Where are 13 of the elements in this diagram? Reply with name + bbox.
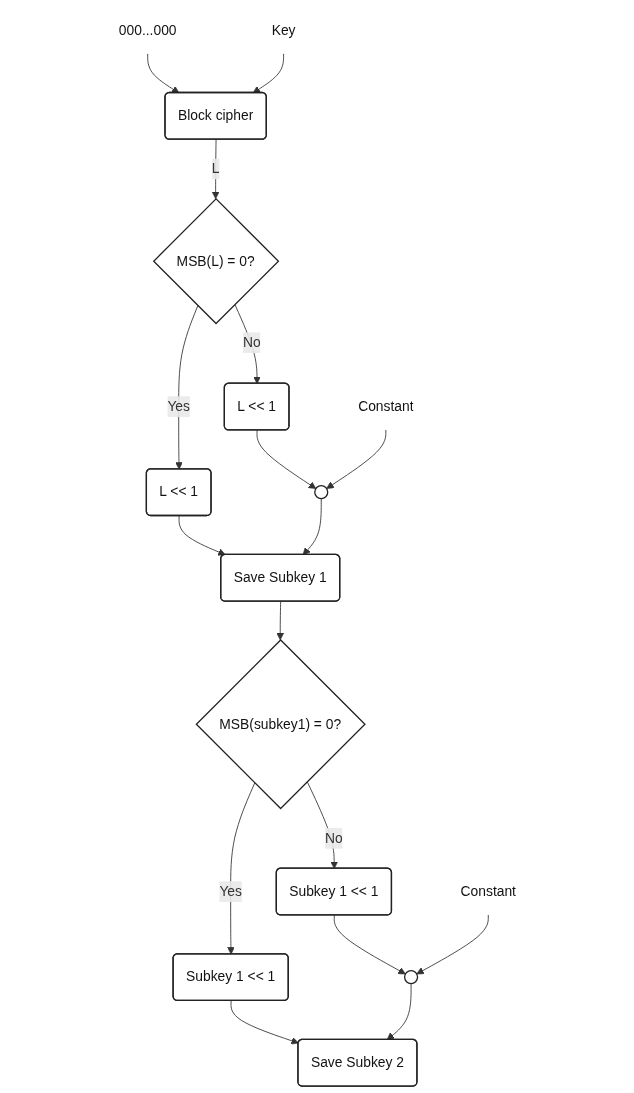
edge-label: No (324, 830, 343, 846)
edge-label: L (211, 161, 220, 176)
node-circle (403, 970, 418, 985)
node-text: Key (271, 22, 296, 38)
node-text: Constant (460, 883, 516, 899)
node-diamond: MSB(subkey1) = 0? (195, 639, 366, 810)
node-text: Constant (357, 398, 414, 414)
node-diamond: MSB(L) = 0? (152, 197, 279, 325)
edge-label: Yes (166, 398, 190, 414)
node-text: 000...000 (118, 22, 177, 38)
edge-label: No (242, 334, 261, 350)
edge-label: Yes (218, 883, 242, 899)
node-circle (313, 485, 328, 500)
